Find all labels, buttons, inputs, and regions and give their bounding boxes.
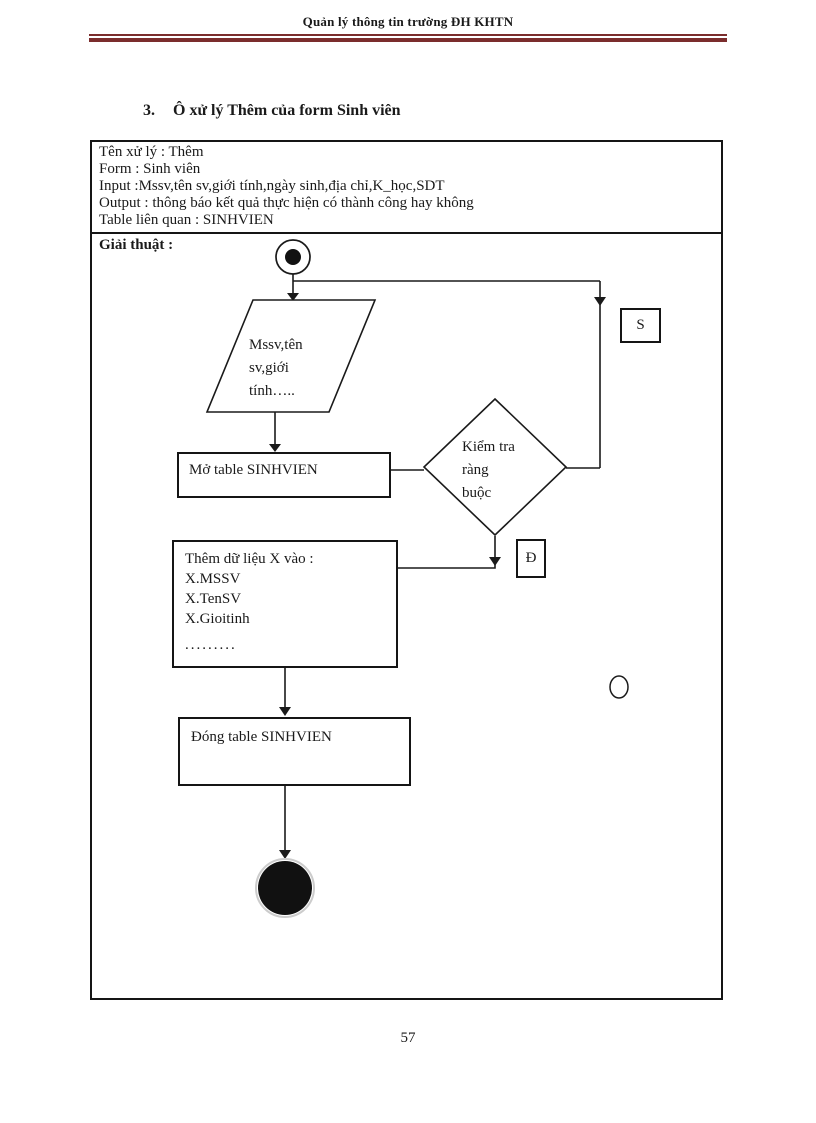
end-node [258, 861, 312, 915]
spec-row-name: Tên xử lý : Thêm [99, 144, 204, 160]
arrowhead-into-end [279, 850, 291, 859]
input-parallelogram [205, 299, 377, 413]
arrowhead-into-close [279, 707, 291, 716]
algorithm-label: Giải thuật : [99, 237, 174, 253]
arrowhead-loop-down [594, 297, 606, 306]
decision-line: Kiểm tra [462, 439, 515, 455]
insert-line-gioitinh: X.Gioitinh [185, 611, 250, 627]
input-line: sv,giới [249, 360, 289, 376]
arrowhead-into-input [287, 293, 299, 301]
connector-decision-to-insert [397, 536, 496, 569]
start-node-dot [285, 249, 301, 265]
close-table-label: Đóng table SINHVIEN [191, 729, 332, 745]
insert-line-tensv: X.TenSV [185, 591, 242, 607]
arrowhead-decision-down [489, 557, 501, 566]
section-title: Ô xử lý Thêm của form Sinh viên [173, 102, 401, 119]
page-number: 57 [400, 1030, 416, 1046]
header-rule-thin-line [89, 34, 727, 36]
page-header-title: Quản lý thông tin trường ĐH KHTN [302, 14, 514, 29]
arrowhead-into-open [269, 444, 281, 452]
decision-diamond [422, 397, 568, 537]
process-spec-box: Tên xử lý : Thêm Form : Sinh viên Input … [90, 140, 723, 1000]
insert-data-box: Thêm dữ liệu X vào : X.MSSV X.TenSV X.Gi… [172, 540, 398, 668]
spec-row-input: Input :Mssv,tên sv,giới tính,ngày sinh,đ… [99, 178, 445, 194]
branch-no-box: S [620, 308, 661, 343]
decision-line: buộc [462, 485, 492, 501]
connector-circle [609, 675, 629, 699]
open-table-label: Mở table SINHVIEN [189, 462, 318, 478]
insert-line-ellipsis: ......... [185, 637, 237, 653]
decision-line: ràng [462, 462, 489, 478]
spec-row-table: Table liên quan : SINHVIEN [99, 212, 274, 228]
input-line: Mssv,tên [249, 337, 303, 353]
branch-yes-box: Đ [516, 539, 546, 578]
open-table-box: Mở table SINHVIEN [177, 452, 391, 498]
input-parallelogram-label: Mssv,tên sv,giới tính….. [249, 334, 359, 403]
header-rule-thick-line [89, 38, 727, 42]
spec-rows: Tên xử lý : Thêm Form : Sinh viên Input … [92, 142, 721, 234]
decision-label: Kiểm tra ràng buộc [462, 436, 557, 505]
input-line: tính….. [249, 383, 295, 399]
spec-row-form: Form : Sinh viên [99, 161, 201, 177]
section-number: 3. [143, 102, 155, 119]
end-node-halo [255, 858, 315, 918]
branch-no-label: S [636, 317, 645, 333]
header-rule [89, 34, 727, 42]
spec-row-output: Output : thông báo kết quả thực hiện có … [99, 195, 474, 211]
insert-line-title: Thêm dữ liệu X vào : [185, 551, 314, 567]
insert-line-mssv: X.MSSV [185, 571, 241, 587]
section-heading: 3. Ô xử lý Thêm của form Sinh viên [143, 102, 401, 120]
branch-yes-label: Đ [525, 550, 537, 566]
close-table-box: Đóng table SINHVIEN [178, 717, 411, 786]
